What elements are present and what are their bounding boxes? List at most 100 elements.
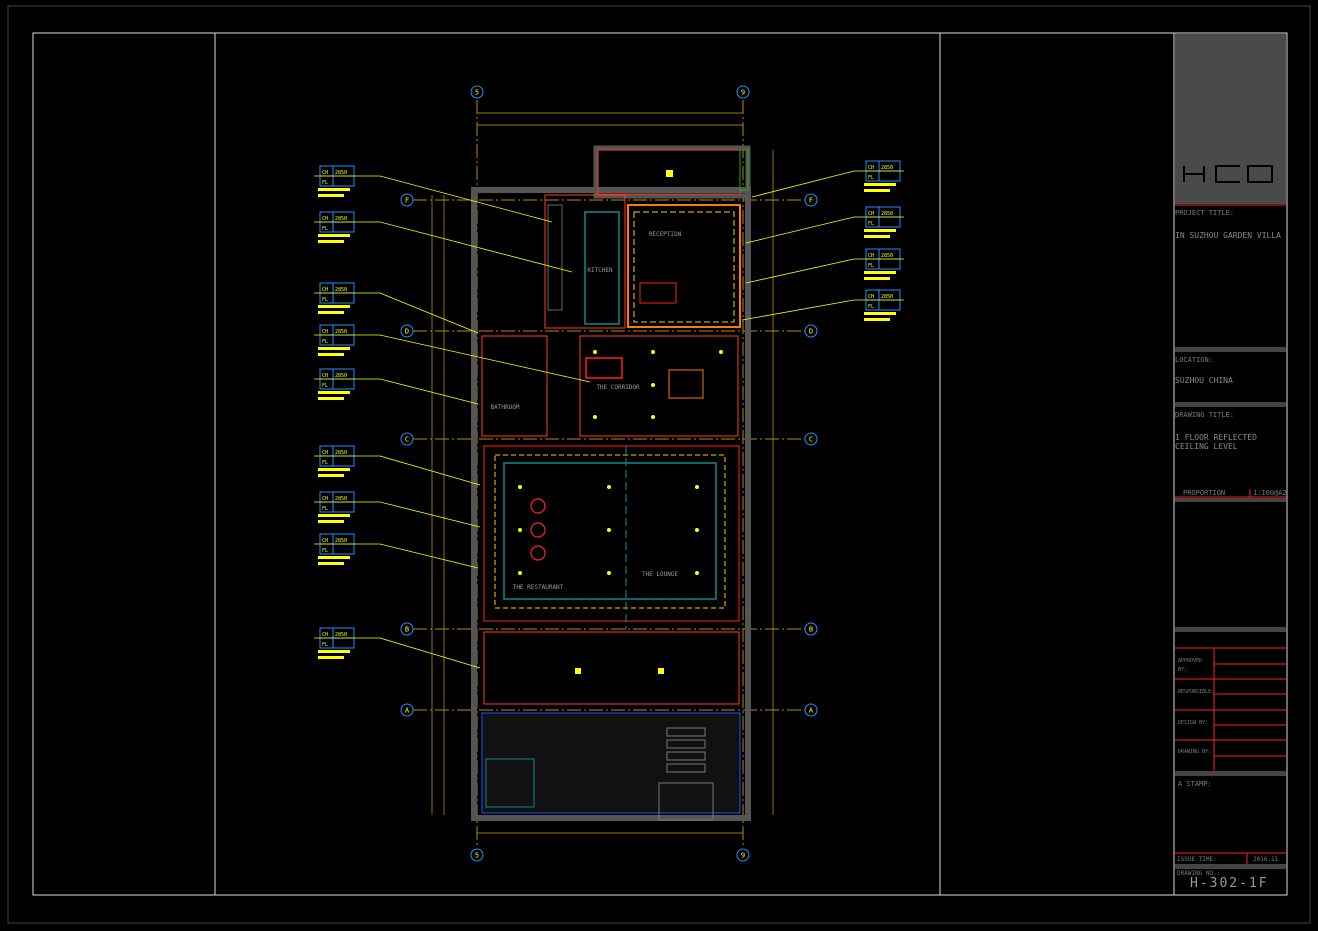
svg-text:2850: 2850 bbox=[335, 373, 347, 379]
stamp-label: A STAMP: bbox=[1178, 780, 1212, 788]
terrace-railing bbox=[739, 149, 749, 191]
leader-line bbox=[314, 175, 553, 223]
svg-text:FL: FL bbox=[322, 383, 328, 389]
stair-void bbox=[668, 369, 704, 399]
svg-text:CH: CH bbox=[322, 329, 328, 335]
grid-bubble bbox=[400, 432, 414, 446]
grid-bubble bbox=[400, 622, 414, 636]
garden bbox=[481, 712, 741, 814]
grid-label: D bbox=[405, 328, 409, 336]
svg-text:FL: FL bbox=[322, 506, 328, 512]
svg-text:2850: 2850 bbox=[335, 496, 347, 502]
entry-outline bbox=[483, 631, 740, 705]
garden-pond bbox=[485, 758, 535, 808]
drawing-title: 1 FLOOR REFLECTED CEILING LEVEL bbox=[1175, 433, 1257, 451]
grid-label: C bbox=[405, 436, 409, 444]
svg-text:FL: FL bbox=[868, 175, 874, 181]
leader-line bbox=[745, 258, 904, 284]
sheet-frame bbox=[32, 32, 1288, 896]
grid-bubble bbox=[470, 848, 484, 862]
grid-label: A bbox=[809, 707, 814, 715]
svg-text:FL: FL bbox=[322, 339, 328, 345]
leader-line bbox=[741, 299, 904, 321]
approved-label: APPROVED BY: bbox=[1178, 658, 1203, 673]
leader-line bbox=[745, 216, 904, 244]
reception-outline bbox=[627, 204, 741, 328]
location-value: SUZHOU CHINA bbox=[1175, 376, 1233, 385]
ceiling-height-tag: CH 2850 FL bbox=[314, 324, 591, 383]
corridor-outline bbox=[579, 335, 739, 437]
grid-label: D bbox=[809, 328, 813, 336]
svg-text:FL: FL bbox=[868, 221, 874, 227]
grid-bubble bbox=[804, 193, 818, 207]
svg-text:FL: FL bbox=[322, 297, 328, 303]
drawing-title-label: DRAWING TITLE: bbox=[1175, 411, 1235, 419]
svg-text:CH: CH bbox=[322, 538, 328, 544]
svg-text:CH: CH bbox=[868, 253, 874, 259]
drawing-no-label: DRAWING NO.: bbox=[1177, 870, 1221, 877]
drawing-number: H-302-1F bbox=[1190, 876, 1269, 891]
grid-label: 9 bbox=[741, 89, 745, 97]
bathroom-outline bbox=[481, 335, 548, 437]
issue-time-label: ISSUE TIME: bbox=[1177, 856, 1217, 863]
svg-text:CH: CH bbox=[868, 211, 874, 217]
leader-line bbox=[314, 637, 481, 669]
reception-fixture bbox=[639, 282, 677, 304]
room-label: THE RESTAURANT bbox=[513, 584, 564, 591]
svg-text:2850: 2850 bbox=[335, 450, 347, 456]
svg-text:FL: FL bbox=[322, 226, 328, 232]
grid-label: A bbox=[405, 707, 410, 715]
leader-line bbox=[751, 170, 904, 198]
corridor-fixture bbox=[585, 357, 623, 379]
svg-text:2850: 2850 bbox=[335, 287, 347, 293]
grid-label: F bbox=[809, 197, 813, 205]
garden-steps bbox=[666, 727, 706, 773]
dimension-lines bbox=[431, 112, 774, 834]
room-label: RECEPTION bbox=[649, 231, 682, 238]
grid-label: F bbox=[405, 197, 409, 205]
project-name: IN SUZHOU GARDEN VILLA bbox=[1175, 231, 1281, 240]
svg-text:2850: 2850 bbox=[881, 253, 893, 259]
svg-text:2850: 2850 bbox=[335, 538, 347, 544]
grid-bubble bbox=[804, 703, 818, 717]
leader-line bbox=[314, 221, 573, 273]
proportion-value: 1:100@A2 bbox=[1253, 489, 1287, 497]
project-label: PROJECT TITLE: bbox=[1175, 209, 1235, 217]
issue-time-value: 2016.11 bbox=[1253, 856, 1279, 863]
drawing-title-section: DRAWING TITLE: 1 FLOOR REFLECTED CEILING… bbox=[1175, 411, 1286, 451]
grid-bubble bbox=[736, 848, 750, 862]
grid-bubble bbox=[736, 85, 750, 99]
svg-text:2850: 2850 bbox=[881, 294, 893, 300]
svg-text:CH: CH bbox=[322, 287, 328, 293]
svg-text:FL: FL bbox=[868, 263, 874, 269]
location-section: LOCATION: SUZHOU CHINA bbox=[1175, 356, 1286, 385]
svg-text:CH: CH bbox=[322, 632, 328, 638]
leader-line bbox=[314, 378, 479, 405]
title-block-lines bbox=[1175, 204, 1286, 864]
svg-text:CH: CH bbox=[322, 216, 328, 222]
grid-bubble bbox=[804, 622, 818, 636]
svg-text:2850: 2850 bbox=[335, 632, 347, 638]
design-label: DESIGN BY: bbox=[1178, 720, 1209, 726]
title-block-header bbox=[1175, 34, 1286, 204]
svg-text:2850: 2850 bbox=[335, 170, 347, 176]
svg-text:FL: FL bbox=[322, 548, 328, 554]
location-label: LOCATION: bbox=[1175, 356, 1213, 364]
downlights bbox=[518, 170, 723, 674]
svg-text:2850: 2850 bbox=[335, 216, 347, 222]
project-section: PROJECT TITLE: IN SUZHOU GARDEN VILLA bbox=[1175, 209, 1286, 240]
grid-bubble bbox=[400, 703, 414, 717]
drawing-by-label: DRAWING BY: bbox=[1178, 749, 1212, 755]
svg-text:CH: CH bbox=[322, 170, 328, 176]
title-block-bands bbox=[1175, 347, 1286, 869]
grid-label: B bbox=[809, 626, 813, 634]
